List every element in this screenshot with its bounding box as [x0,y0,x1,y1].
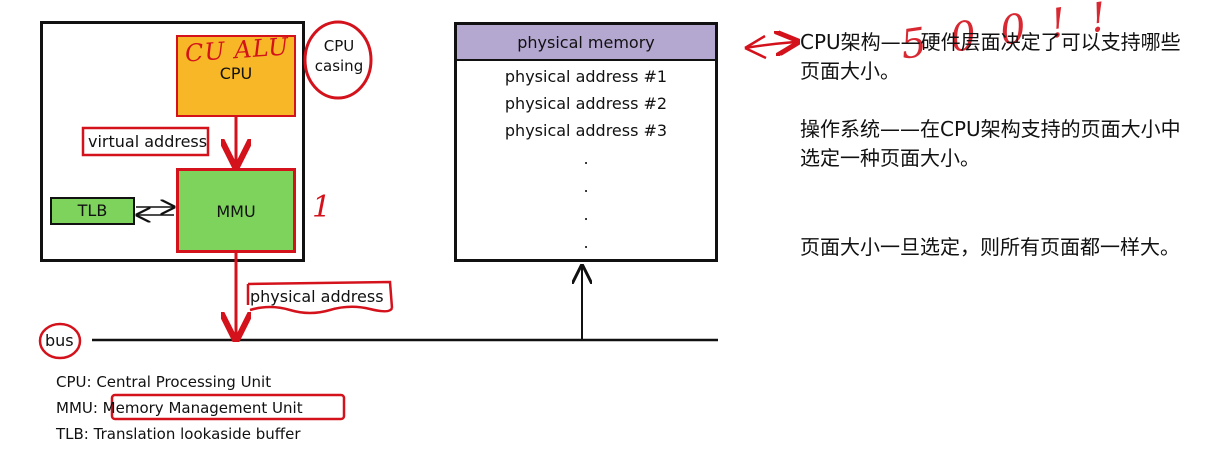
mmu-annotation: 1 [312,190,332,225]
mmu-block [176,168,296,253]
cpu-casing-text: CPU casing [314,37,364,75]
bus-label: bus [45,331,74,350]
cpu-casing-circle [303,20,373,100]
mmu-label: MMU [216,202,256,221]
ellipsis-dot: . [583,149,589,168]
physical-address-highlight [246,280,394,309]
ellipsis-dot: . [583,233,589,252]
physical-address-underline [249,305,394,315]
tlb-block [50,197,135,225]
ellipsis-dot: . [583,177,589,196]
bus-circle [38,322,82,360]
cpu-casing-box [40,21,305,262]
legend-mmu: MMU: Memory Management Unit [56,399,303,417]
physical-memory-header-label: physical memory [517,33,655,52]
cpu-block [176,35,296,117]
mmu-legend-highlight [110,393,346,421]
legend-cpu: CPU: Central Processing Unit [56,373,272,391]
physical-address-label: physical address [250,287,384,306]
notes-pointer-arrow [744,42,795,48]
physical-address-row: physical address #1 [504,67,668,86]
notes-pointer-tail [744,34,767,60]
physical-address-row: physical address #2 [504,94,668,113]
note-page-size: 页面大小一旦选定，则所有页面都一样大。 [800,235,1180,259]
physical-memory-header: physical memory [457,25,715,61]
virtual-address-highlight [81,126,210,157]
virtual-address-label: virtual address [88,132,208,151]
cpu-casing-label: CPU casing [310,36,368,76]
note-cpu-architecture: CPU架构——硬件层面决定了可以支持哪些页面大小。 [800,30,1181,83]
note-operating-system: 操作系统——在CPU架构支持的页面大小中选定一种页面大小。 [800,117,1181,170]
cpu-label: CPU [219,64,253,83]
tlb-label: TLB [77,201,108,220]
physical-address-row: physical address #3 [504,121,668,140]
legend-tlb: TLB: Translation lookaside buffer [56,425,301,443]
physical-memory-box: physical memory physical address #1 phys… [454,22,718,262]
ellipsis-dot: . [583,205,589,224]
